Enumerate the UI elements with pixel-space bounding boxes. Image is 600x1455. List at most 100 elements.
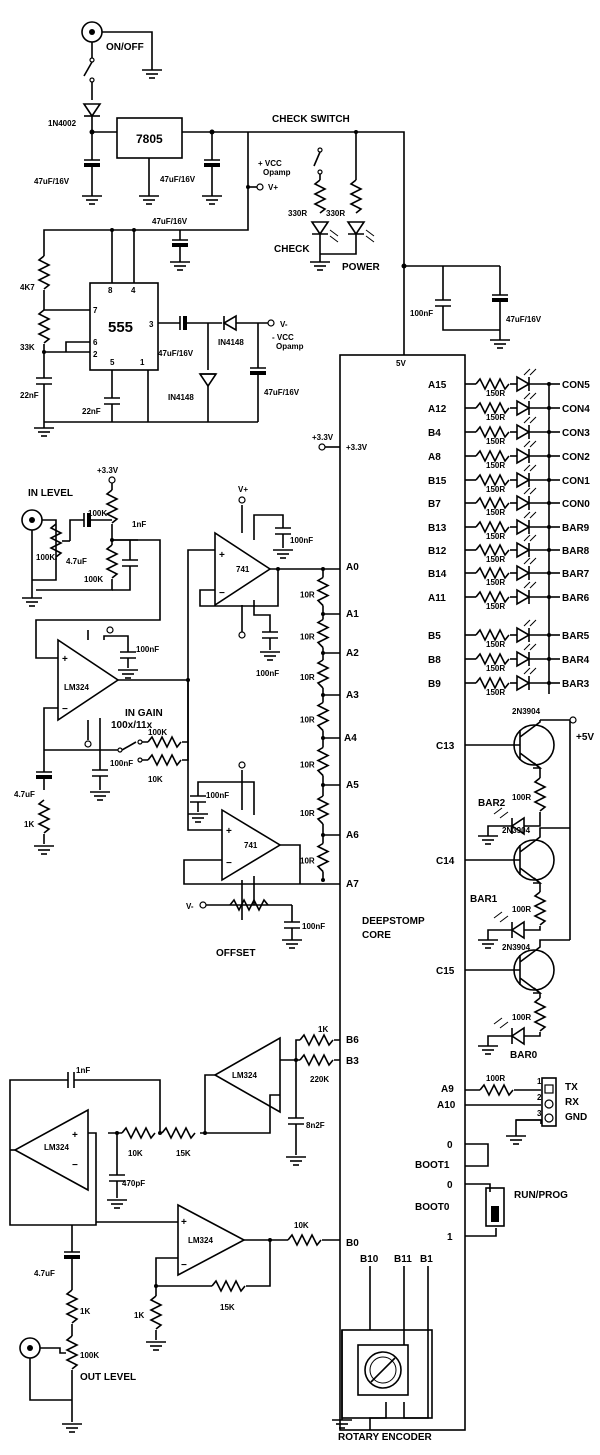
led-pin: B12 [428,546,447,557]
resistor-150r [475,496,510,510]
pin-a4: A4 [344,733,357,744]
serial-pin-1[interactable] [544,1084,554,1094]
transistor-bar2: C13 2N3904 100R BAR2 [436,707,555,845]
led [516,564,531,582]
deepstomp-core [339,354,466,1431]
cap-pump-label: 47uF/16V [158,349,194,358]
minus-sign: − [181,1260,187,1271]
pot-out-level[interactable] [66,1335,78,1370]
led-label: BAR7 [562,569,590,580]
in-level-label: IN LEVEL [28,488,73,499]
resistor-10r [316,659,330,689]
run-prog-label: RUN/PROG [514,1190,568,1201]
led [516,626,531,644]
r-220k-b3-label: 220K [310,1075,329,1084]
r-1k-b6-label: 1K [318,1025,328,1034]
cap-8n2-label: 8n2F [306,1121,325,1130]
r-15k-label: 15K [176,1149,191,1158]
cap-555 [172,243,188,247]
opamp-out-lm324 [177,1203,246,1277]
resistor-150r [475,377,510,391]
led-pin: B5 [428,631,441,642]
resistor-10r [316,701,330,732]
pin-3v3: +3.3V [346,443,368,452]
resistor-150r [475,473,510,487]
boot1-strap [465,1143,489,1167]
pot-in-level-label: 100K [36,553,55,562]
v33-label: +3.3V [312,433,334,442]
cap-out-label: 47uF/16V [160,175,196,184]
q2-label: 2N3904 [502,826,531,835]
vcc-label-opamp: Opamp [263,168,291,177]
led [516,518,531,536]
cap-470p-label: 470pF [122,1179,145,1188]
resistor-150r-label: 150R [486,389,505,398]
led-label: BAR9 [562,523,590,534]
led-pin: B15 [428,476,447,487]
cap-out-4u7 [64,1255,80,1259]
diode-1n4002-label: 1N4002 [48,119,77,128]
power-label: POWER [342,262,381,273]
cap-fb-4u7-label: 4.7uF [14,790,35,799]
led-label: BAR3 [562,679,590,690]
resistor-10r-label: 10R [300,591,315,600]
cap-in-4u7 [87,513,91,527]
serial-pin-2[interactable] [544,1099,554,1109]
pin-1: 1 [140,358,145,367]
rotary-encoder[interactable] [357,1344,409,1396]
resistor-10r-label: 10R [300,761,315,770]
opamp-out-label: LM324 [188,1236,213,1245]
led-bar0 [510,1026,525,1046]
pot-offset[interactable] [229,898,269,912]
bar0-label: BAR0 [510,1050,538,1061]
cap-47u-5v [492,298,508,302]
led [516,541,531,559]
resistor-150r-label: 150R [486,578,505,587]
r-in-bot [106,544,118,579]
in-gain-switch[interactable] [117,739,143,763]
r-out-15k-label: 15K [220,1303,235,1312]
plus-sign: + [219,550,225,561]
led-label: CON1 [562,476,590,487]
resistor-150r-label: 150R [486,508,505,517]
nvcc-label: - VCC [272,333,294,342]
q3-label: 2N3904 [502,943,531,952]
input-jack [21,509,57,607]
r-220k-b3 [299,1054,334,1066]
on-off-switch[interactable] [83,57,95,83]
r-out-1k-gnd [150,1295,162,1330]
pin-c15: C15 [436,966,455,977]
led [516,674,531,692]
core-name: DEEPSTOMP [362,916,425,927]
led [516,375,531,393]
led-pin: B4 [428,428,441,439]
led-pin: B13 [428,523,447,534]
pin-b6: B6 [346,1035,359,1046]
pin-a2: A2 [346,648,359,659]
resistor-10r-label: 10R [300,716,315,725]
serial-pin-3[interactable] [544,1113,554,1123]
check-switch[interactable] [313,147,323,175]
ic-555 [89,282,159,371]
pin-8: 8 [108,286,113,295]
led-pin: B9 [428,679,441,690]
diode-in4148-1 [222,314,237,332]
opamp-filter-2-label: LM324 [44,1143,69,1152]
cap-filter-1n-label: 1nF [76,1066,90,1075]
r-gain-10k [147,754,182,766]
run-prog-switch[interactable] [485,1187,505,1227]
cap-in-4u7-label: 4.7uF [66,557,87,566]
cap-in [84,163,100,167]
transistor-bar1: C14 2N3904 100R BAR1 [436,826,570,949]
led-label: CON0 [562,499,590,510]
in-gain-label: IN GAIN [125,708,163,719]
r-100r-bar1-label: 100R [512,905,531,914]
led-pin: B14 [428,569,447,580]
r-in-top [106,489,118,524]
cap-in-1n-label: 1nF [132,520,146,529]
serial-header [541,1077,557,1127]
r-power [350,179,362,214]
